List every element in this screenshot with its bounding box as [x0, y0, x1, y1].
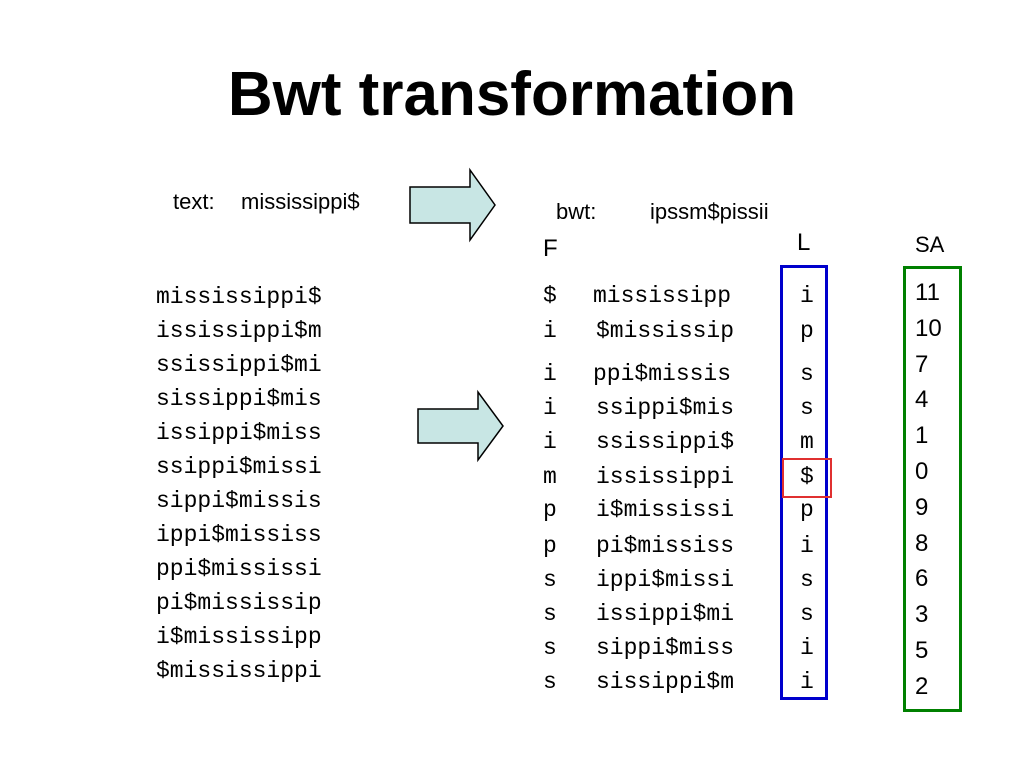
rotation-middle-cell: mississipp — [593, 283, 732, 309]
last-column-cell: i — [800, 635, 814, 661]
rotations-list: mississippi$ ississippi$m ssissippi$mi siss… — [156, 284, 366, 684]
end-marker-highlight-box — [782, 458, 832, 498]
rotation-row: $mississippi — [156, 658, 322, 684]
bwt-value: ipssm$pissii — [650, 199, 769, 224]
rotation-row: sissippi$mis — [156, 386, 322, 412]
suffix-array-value: 6 — [915, 565, 929, 592]
rotation-row: mississippi$ — [156, 284, 322, 310]
column-header-f: F — [543, 235, 558, 262]
first-column-cell: i — [543, 395, 557, 421]
first-column-cell: i — [543, 318, 557, 344]
last-column-cell: i — [800, 283, 814, 309]
last-column-cell: s — [800, 567, 814, 593]
suffix-array-value: 11 — [915, 279, 940, 306]
rotation-middle-cell: pi$mississ — [596, 533, 735, 559]
rotation-middle-cell: ssissippi$ — [596, 429, 735, 455]
first-column-cell: s — [543, 601, 557, 627]
rotation-row: ppi$mississi — [156, 556, 322, 582]
last-column-cell: i — [800, 533, 814, 559]
last-column-cell: s — [800, 361, 814, 387]
first-column-cell: s — [543, 567, 557, 593]
last-column-cell: s — [800, 601, 814, 627]
last-column-cell: p — [800, 497, 814, 523]
rotation-middle-cell: issippi$mi — [596, 601, 735, 627]
rotation-middle-cell: ppi$missis — [593, 361, 732, 387]
rotation-middle-cell: ssippi$mis — [596, 395, 735, 421]
suffix-array-value: 4 — [915, 386, 929, 413]
rotation-middle-cell: ippi$missi — [596, 567, 735, 593]
suffix-array-value: 0 — [915, 458, 929, 485]
bwt-label: bwt: — [556, 199, 597, 224]
suffix-array-box — [903, 266, 962, 712]
first-column-cell: i — [543, 361, 557, 387]
first-column-cell: s — [543, 635, 557, 661]
rotation-row: ssissippi$mi — [156, 352, 322, 378]
rotation-row: sippi$missis — [156, 488, 322, 514]
text-value: mississippi$ — [241, 189, 360, 214]
last-column-cell: p — [800, 318, 814, 344]
rotation-middle-cell: $mississip — [596, 318, 735, 344]
first-column-cell: i — [543, 429, 557, 455]
slide-title: Bwt transformation — [227, 60, 797, 129]
last-column-cell: s — [800, 395, 814, 421]
text-label: text: — [173, 189, 215, 214]
transform-arrow-bottom — [417, 389, 504, 463]
rotation-middle-cell: sippi$miss — [596, 635, 735, 661]
suffix-array-value: 5 — [915, 637, 929, 664]
rotation-middle-cell: ississippi — [596, 464, 735, 490]
column-header-sa: SA — [915, 232, 945, 257]
suffix-array-value: 2 — [915, 673, 929, 700]
last-column-cell: $ — [800, 464, 814, 490]
first-column-cell: $ — [543, 283, 557, 309]
first-column-cell: m — [543, 464, 557, 490]
suffix-array-value: 10 — [915, 315, 942, 342]
rotation-middle-cell: sissippi$m — [596, 669, 735, 695]
transform-arrow-top — [409, 167, 496, 243]
first-column-cell: p — [543, 497, 557, 523]
first-column-cell: p — [543, 533, 557, 559]
suffix-array-value: 3 — [915, 601, 929, 628]
last-column-cell: i — [800, 669, 814, 695]
suffix-array-value: 9 — [915, 494, 929, 521]
suffix-array-value: 7 — [915, 351, 929, 378]
rotation-middle-cell: i$mississi — [596, 497, 735, 523]
column-header-l: L — [797, 229, 811, 256]
suffix-array-value: 1 — [915, 422, 929, 449]
bwt-last-column-box — [780, 265, 828, 700]
first-column-cell: s — [543, 669, 557, 695]
suffix-array-value: 8 — [915, 530, 929, 557]
rotation-row: issippi$miss — [156, 420, 322, 446]
rotation-row: ssippi$missi — [156, 454, 322, 480]
rotation-row: i$mississipp — [156, 624, 322, 650]
rotation-row: pi$mississip — [156, 590, 322, 616]
rotation-row: ississippi$m — [156, 318, 322, 344]
rotation-row: ippi$mississ — [156, 522, 322, 548]
last-column-cell: m — [800, 429, 814, 455]
